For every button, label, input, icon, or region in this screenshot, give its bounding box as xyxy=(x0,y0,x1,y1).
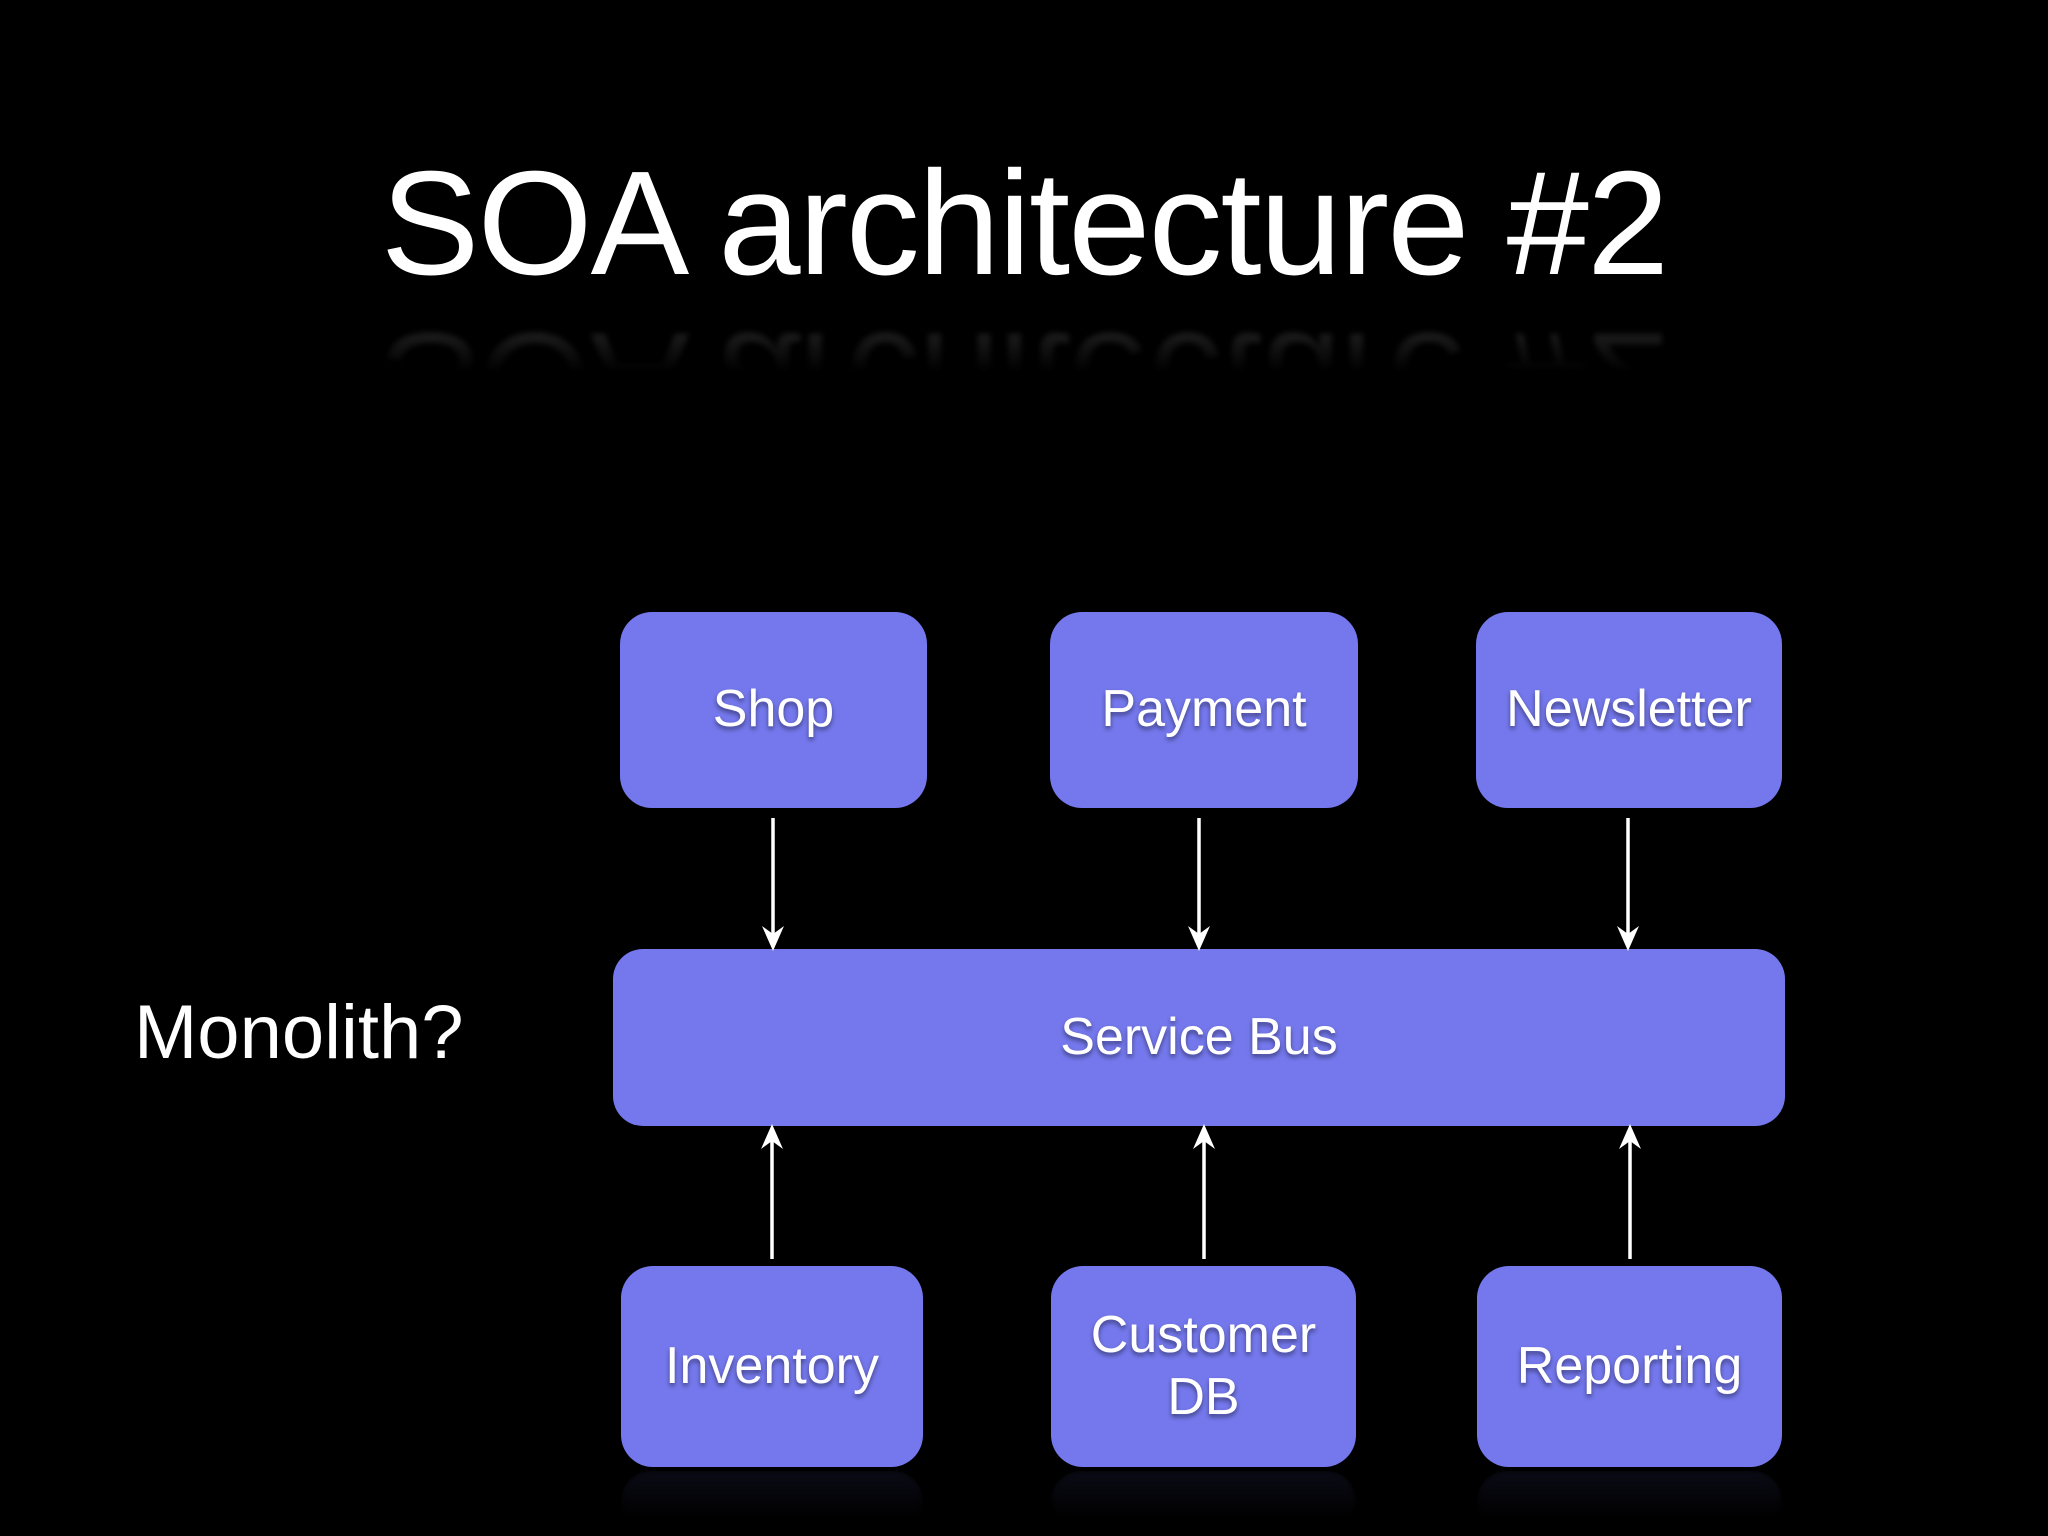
node-shop: Shop xyxy=(620,612,927,808)
node-newsletter: Newsletter xyxy=(1476,612,1782,808)
node-customer-db: Customer DB xyxy=(1051,1266,1356,1467)
arrow-shop-to-bus xyxy=(762,818,784,951)
node-shop-label: Shop xyxy=(712,680,835,739)
node-service-bus: Service Bus xyxy=(613,949,1785,1126)
node-reporting: Reporting xyxy=(1477,1266,1782,1467)
node-reporting-label: Reporting xyxy=(1516,1336,1743,1395)
node-inventory: Inventory xyxy=(621,1266,923,1467)
node-payment: Payment xyxy=(1050,612,1358,808)
node-payment-label: Payment xyxy=(1101,680,1307,739)
arrow-inventory-to-bus xyxy=(761,1124,783,1259)
node-inventory-label: Inventory xyxy=(665,1336,879,1395)
node-newsletter-label: Newsletter xyxy=(1506,680,1752,739)
arrow-newsletter-to-bus xyxy=(1617,818,1639,951)
arrow-reporting-to-bus xyxy=(1619,1124,1641,1259)
monolith-label: Monolith? xyxy=(134,990,464,1075)
slide-title-reflection: SOA architecture #2 xyxy=(380,302,1668,467)
arrow-customer-db-to-bus xyxy=(1193,1124,1215,1259)
arrow-payment-to-bus xyxy=(1188,818,1210,951)
slide-title: SOA architecture #2 xyxy=(380,141,1669,306)
node-service-bus-label: Service Bus xyxy=(1060,1007,1338,1066)
node-customer-db-label: Customer DB xyxy=(1090,1306,1317,1426)
